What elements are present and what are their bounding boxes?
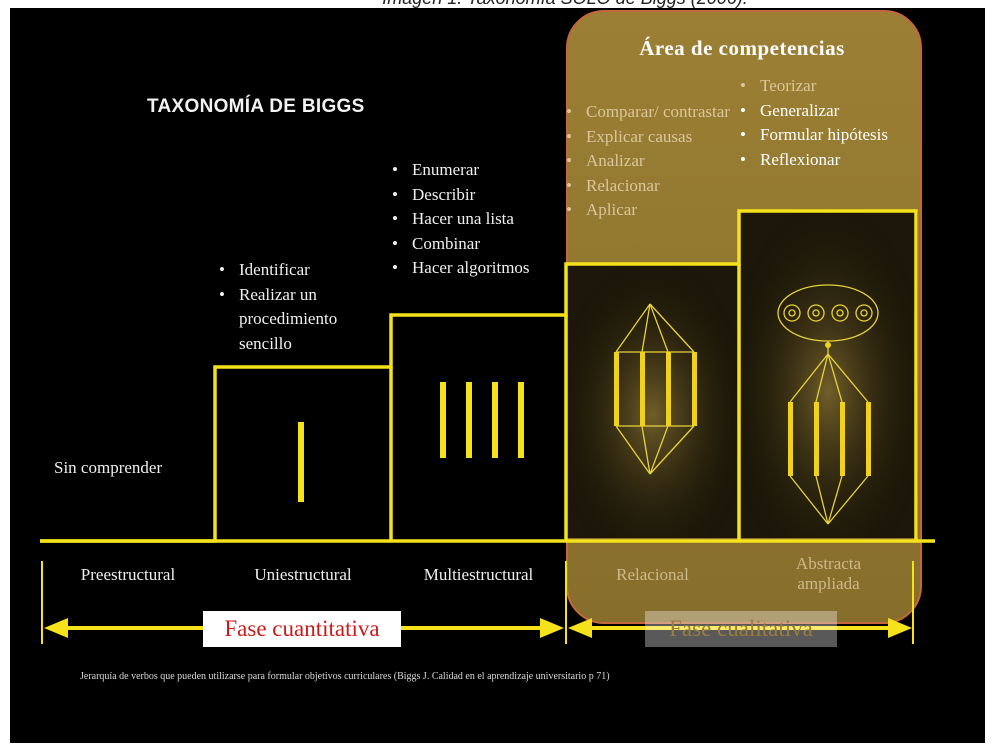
list-item: Formular hipótesis bbox=[736, 123, 908, 148]
abstract-step-glow bbox=[739, 211, 918, 538]
diagram-title: TAXONOMÍA DE BIGGS bbox=[147, 96, 365, 117]
figure-caption: Imagen 1. Taxonomía SOLO de Biggs (2006)… bbox=[0, 0, 994, 9]
qualitative-phase-label: Fase cualitativa bbox=[645, 611, 837, 647]
quantitative-phase-label: Fase cuantitativa bbox=[203, 611, 401, 647]
multistructural-verb-list: Enumerar Describir Hacer una lista Combi… bbox=[388, 158, 566, 281]
stair-diagram bbox=[40, 209, 935, 644]
list-item: Relacionar bbox=[562, 174, 742, 199]
list-item: Generalizar bbox=[736, 99, 908, 124]
list-item: Analizar bbox=[562, 149, 742, 174]
footnote: Jerarquía de verbos que pueden utilizars… bbox=[80, 671, 610, 682]
arrowhead-right-2 bbox=[888, 618, 912, 638]
list-item: Realizar un procedimiento sencillo bbox=[215, 283, 390, 357]
list-item: Identificar bbox=[215, 258, 390, 283]
list-item: Hacer algoritmos bbox=[388, 256, 566, 281]
list-item: Enumerar bbox=[388, 158, 566, 183]
abstract-verb-list: Teorizar Generalizar Formular hipótesis … bbox=[736, 74, 908, 172]
stage-label-multistructural: Multiestructural bbox=[423, 565, 534, 584]
competence-area-title: Área de competencias bbox=[639, 36, 845, 60]
biggs-diagram: Área de competencias TAXONOMÍA DE BIGGS … bbox=[10, 8, 985, 743]
multistructural-bar-1 bbox=[440, 382, 446, 458]
arrowhead-left-2 bbox=[568, 618, 592, 638]
arrowhead-right bbox=[540, 618, 564, 638]
list-item: Combinar bbox=[388, 232, 566, 257]
prestructural-description: Sin comprender bbox=[54, 458, 163, 477]
list-item: Aplicar bbox=[562, 198, 742, 223]
relational-verb-list: Comparar/ contrastar Explicar causas Ana… bbox=[562, 100, 742, 223]
stage-label-line: ampliada bbox=[797, 574, 860, 593]
stage-label-line: Abstracta bbox=[795, 554, 862, 573]
list-item: Explicar causas bbox=[562, 125, 742, 150]
unistructural-verb-list: Identificar Realizar un procedimiento se… bbox=[215, 258, 390, 356]
list-item: Hacer una lista bbox=[388, 207, 566, 232]
arrowhead-left bbox=[44, 618, 68, 638]
multistructural-bar-2 bbox=[466, 382, 472, 458]
stage-label-unistructural: Uniestructural bbox=[254, 565, 352, 584]
relational-step-glow bbox=[566, 264, 739, 538]
stage-label-extended-abstract: Abstracta ampliada bbox=[739, 554, 918, 594]
list-item: Describir bbox=[388, 183, 566, 208]
list-item: Teorizar bbox=[736, 74, 908, 99]
list-item: Comparar/ contrastar bbox=[562, 100, 742, 125]
multistructural-bar-4 bbox=[518, 382, 524, 458]
unistructural-bar bbox=[298, 422, 304, 502]
list-item: Reflexionar bbox=[736, 148, 908, 173]
stage-label-relational: Relacional bbox=[616, 565, 689, 584]
multistructural-bar-3 bbox=[492, 382, 498, 458]
relational-structure-icon bbox=[615, 303, 695, 475]
stage-label-prestructural: Preestructural bbox=[80, 565, 176, 584]
